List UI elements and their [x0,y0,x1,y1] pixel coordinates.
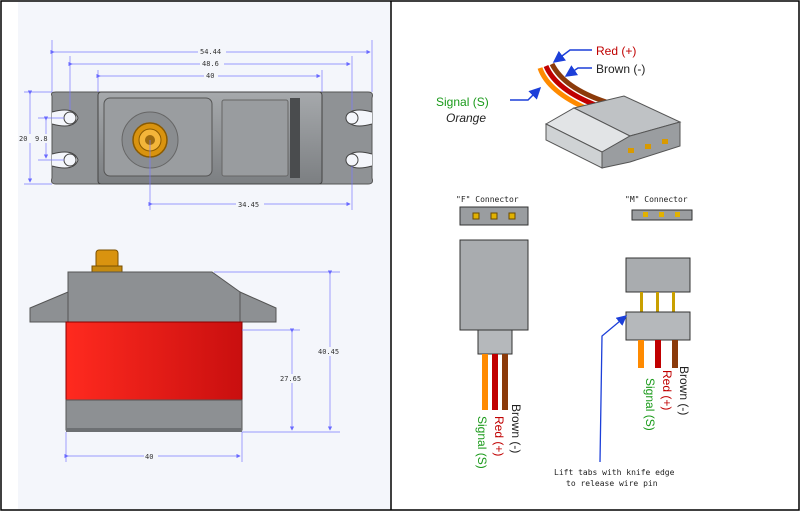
label-brown: Brown (-) [596,62,645,76]
dim-hole-offset: 9.8 [35,135,48,143]
top-view-dim-labels: 54.44 48.6 40 20 9.8 34.45 [19,47,264,209]
dim-mount-height: 27.65 [280,375,301,383]
note-line-2: to release wire pin [566,479,658,488]
dim-overall-width: 54.44 [200,48,221,56]
m-connector-title: "M" Connector [625,195,688,204]
m-connector-side [625,257,691,368]
dim-total-height: 40.45 [318,348,339,356]
wire-label-arrows [510,49,592,101]
label-signal-color: Orange [446,111,486,125]
m-connector-face [631,209,693,221]
dim-shaft-offset: 34.45 [238,201,259,209]
dim-height: 20 [19,135,27,143]
servo-side-view [29,249,277,432]
f-connector-face [459,206,529,226]
f-connector-side [459,239,529,410]
dim-body-width: 40 [206,72,214,80]
servo-top-view [51,91,373,185]
f-wire-brown: Brown (-) [509,404,523,453]
m-wire-red: Red (+) [660,370,674,410]
f-wire-signal: Signal (S) [475,416,489,469]
f-connector-title: "F" Connector [456,195,519,204]
label-red: Red (+) [596,44,636,58]
label-signal: Signal (S) [436,95,489,109]
dim-side-width: 40 [145,453,153,461]
dim-hole-span: 48.6 [202,60,219,68]
f-wire-red: Red (+) [492,416,506,456]
note-arrow [599,315,627,463]
m-wire-brown: Brown (-) [677,366,691,415]
connector-3d [537,62,682,169]
m-wire-signal: Signal (S) [643,378,657,431]
side-view-dim-labels: 40.45 27.65 40 [144,347,343,461]
note-line-1: Lift tabs with knife edge [554,468,675,477]
